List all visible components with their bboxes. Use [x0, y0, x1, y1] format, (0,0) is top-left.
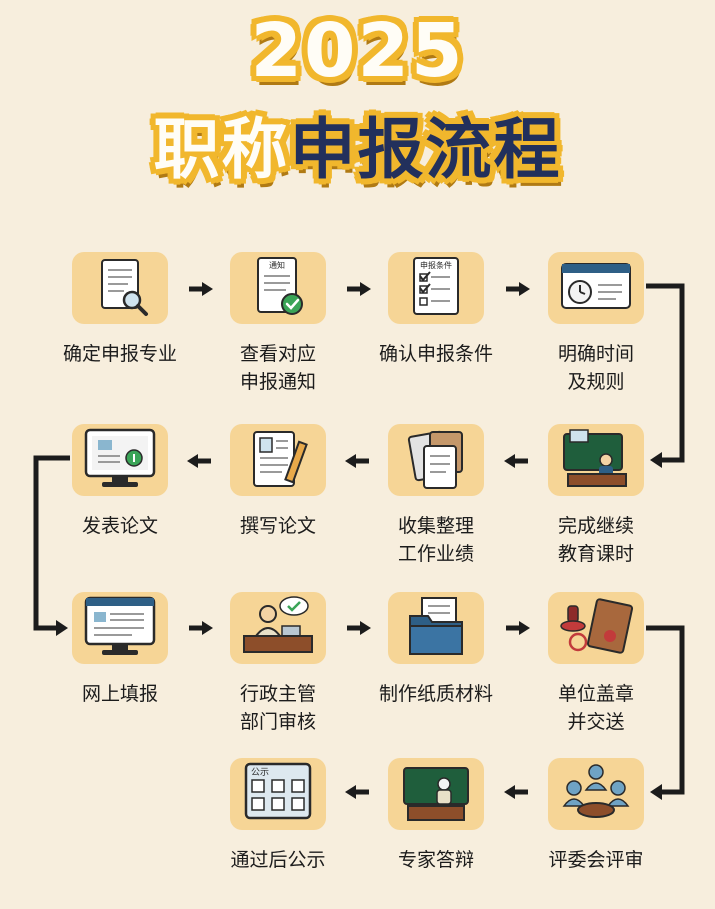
arrow-6-7-head: [345, 454, 356, 468]
online-form-icon: [84, 596, 156, 655]
publicity-board-icon: 公示: [244, 762, 312, 820]
step-6-label: 收集整理 工作业绩: [397, 515, 474, 565]
arrow-1-2-head: [202, 282, 213, 296]
arrow-3-4-head: [519, 282, 530, 296]
step-14-tile: [388, 758, 484, 830]
page-title: 职称申报流程: [0, 96, 715, 192]
connector-8-9-head: [56, 620, 68, 636]
clock-window-icon: [561, 263, 631, 309]
title-year: 2025: [250, 8, 465, 94]
step-1-tile: [72, 252, 168, 324]
arrow-10-11-head: [360, 621, 371, 635]
step-12-tile: [548, 592, 644, 664]
checklist-icon: 申报条件: [413, 257, 459, 315]
step-2-label: 查看对应 申报通知: [239, 343, 316, 393]
step-11-label: 制作纸质材料: [378, 683, 493, 705]
step-3-tile: 申报条件: [388, 252, 484, 324]
step-12-label: 单位盖章 并交送: [557, 683, 634, 733]
step-9-tile: [72, 592, 168, 664]
step-4-label: 明确时间 及规则: [557, 343, 634, 393]
step-3-icon-tag: 申报条件: [420, 260, 452, 270]
title-part-1: 职称: [153, 111, 290, 188]
files-folder-icon: [407, 430, 463, 489]
arrow-13-14-head: [504, 785, 515, 799]
arrow-14-15-head: [345, 785, 356, 799]
step-6-tile: [388, 424, 484, 496]
step-15-icon-tag: 公示: [251, 767, 269, 778]
step-15-label: 通过后公示: [230, 849, 326, 871]
connector-4-5-head: [650, 452, 662, 468]
step-2-tile: 通知: [230, 252, 326, 324]
step-1-label: 确定申报专业: [62, 343, 177, 365]
seal-envelope-icon: [560, 598, 634, 654]
step-5-label: 完成继续 教育课时: [557, 515, 634, 565]
defense-board-icon: [403, 767, 469, 821]
step-4-tile: [548, 252, 644, 324]
paper-folder-icon: [409, 597, 463, 655]
step-8-tile: [72, 424, 168, 496]
paper-pencil-icon: [253, 431, 308, 487]
arrow-5-6-head: [504, 454, 515, 468]
step-10-label: 行政主管 部门审核: [239, 683, 316, 733]
step-7-label: 撰写论文: [239, 515, 316, 537]
step-11-tile: [388, 592, 484, 664]
title-part-2: 申报流程: [289, 111, 562, 188]
classroom-icon: [563, 429, 627, 487]
arrow-11-12-head: [519, 621, 530, 635]
monitor-publish-icon: [84, 428, 156, 487]
committee-icon: [562, 764, 630, 818]
step-3-label: 确认申报条件: [378, 343, 493, 365]
step-10-tile: [230, 592, 326, 664]
step-13-label: 评委会评审: [548, 849, 644, 871]
arrow-2-3-head: [360, 282, 371, 296]
step-14-label: 专家答辩: [397, 849, 474, 871]
step-7-tile: [230, 424, 326, 496]
step-13-tile: [548, 758, 644, 830]
reviewer-desk-icon: [243, 596, 313, 653]
step-2-icon-tag: 通知: [269, 260, 285, 270]
connector-8-9: [33, 455, 70, 631]
arrow-7-8-head: [187, 454, 198, 468]
step-5-tile: [548, 424, 644, 496]
arrow-9-10-head: [202, 621, 213, 635]
step-8-label: 发表论文: [81, 515, 158, 537]
connector-12-13-head: [650, 784, 662, 800]
step-15-tile: 公示: [230, 758, 326, 830]
step-9-label: 网上填报: [81, 683, 158, 705]
notice-check-icon: 通知: [257, 257, 303, 315]
document-magnifier-icon: [101, 259, 148, 316]
